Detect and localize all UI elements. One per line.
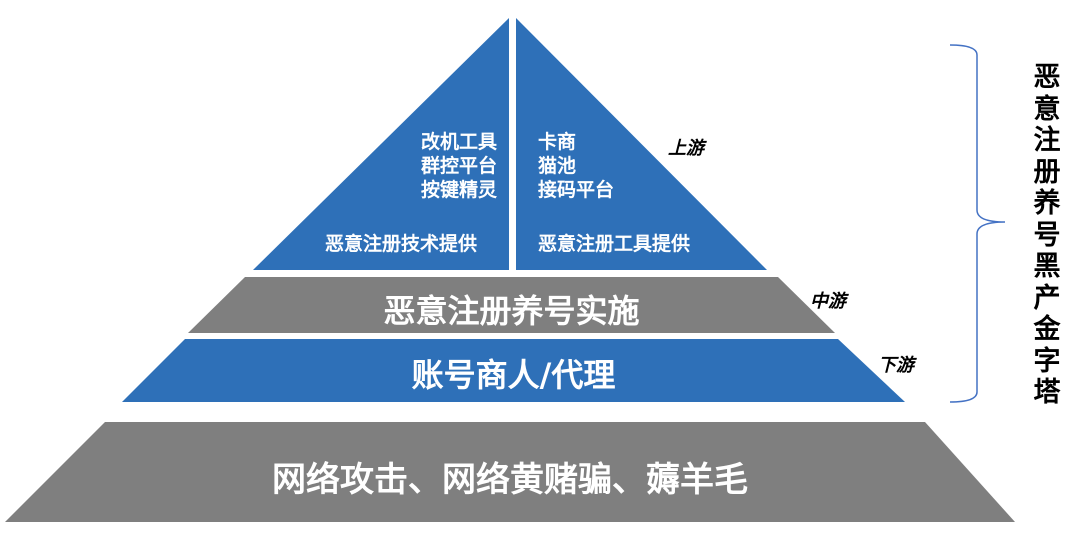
downstream-band (122, 339, 905, 402)
brace (949, 44, 1006, 403)
midstream-tag: 中游 (810, 291, 846, 312)
list-item: 按键精灵 (420, 179, 497, 201)
upstream-tech-list: 改机工具 群控平台 按键精灵 (407, 130, 497, 202)
upstream-right-triangle (516, 18, 767, 270)
base-band (5, 422, 1015, 522)
list-item: 改机工具 (420, 131, 497, 153)
list-item: 接码平台 (538, 179, 615, 201)
list-item: 猫池 (538, 155, 577, 177)
upstream-tool-caption: 恶意注册工具提供 (538, 233, 691, 255)
midstream-band (188, 277, 835, 333)
list-item: 卡商 (538, 131, 577, 153)
base-label: 网络攻击、网络黄赌骗、薅羊毛 (272, 460, 748, 500)
upstream-tag: 上游 (668, 138, 704, 159)
side-title: 恶意注册养号黑产金字塔 (1033, 62, 1061, 408)
list-item: 群控平台 (420, 155, 497, 177)
upstream-tech-caption: 恶意注册技术提供 (325, 233, 478, 255)
upstream-left-triangle (253, 18, 509, 270)
downstream-tag: 下游 (878, 355, 914, 376)
downstream-label: 账号商人/代理 (411, 356, 616, 394)
midstream-label: 恶意注册养号实施 (383, 292, 640, 330)
upstream-tool-list: 卡商 猫池 接码平台 (538, 130, 614, 202)
